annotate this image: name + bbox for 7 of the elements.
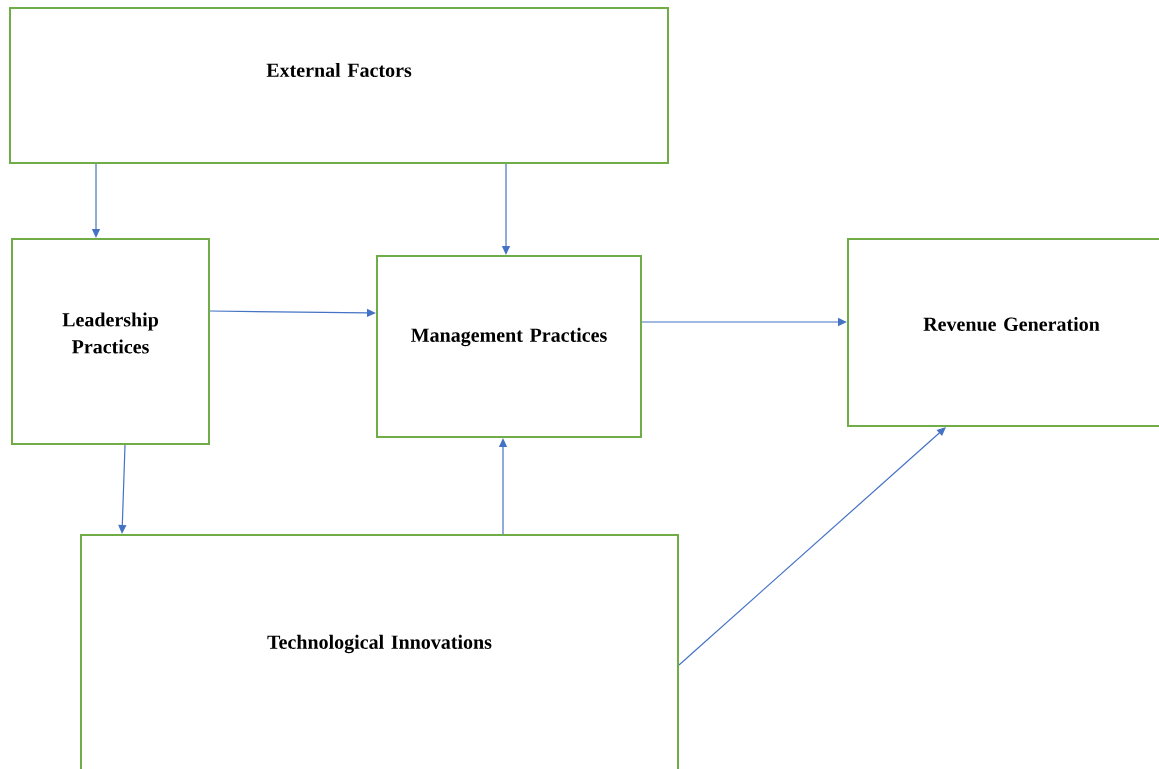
- arrow: [678, 427, 946, 666]
- process-box: Technological Innovations: [80, 534, 679, 769]
- arrow: [118, 444, 127, 534]
- process-box: External Factors: [9, 7, 669, 164]
- process-box: Revenue Generation: [847, 238, 1159, 427]
- process-box: Leadership Practices: [11, 238, 210, 445]
- process-box: Management Practices: [376, 255, 642, 438]
